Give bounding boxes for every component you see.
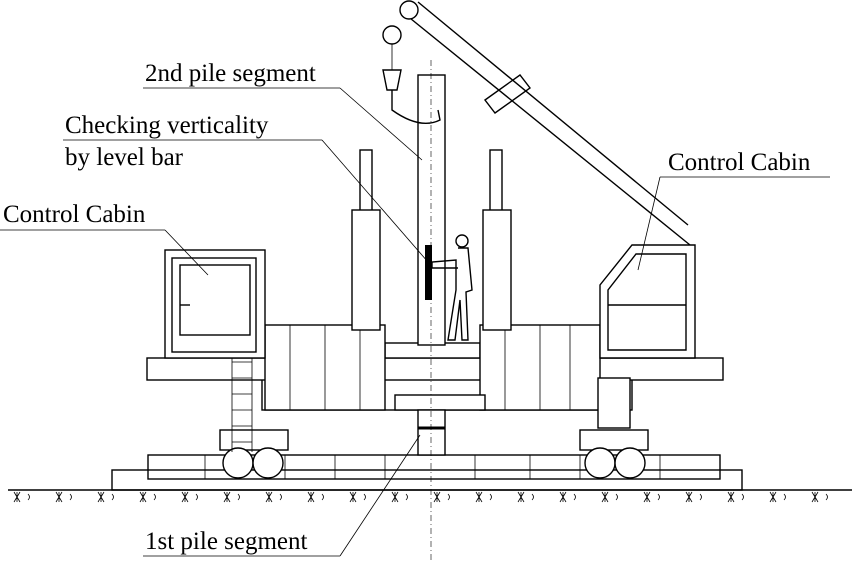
left-control-cabin-label: Control Cabin [3,201,146,228]
ground-hatch-mark [685,491,702,503]
ground-hatch-mark [517,491,534,503]
ground-hatch-mark [307,491,324,503]
worker [431,234,473,341]
base-mat [111,454,743,491]
ground-hatch-mark [55,491,72,503]
ground-hatch-mark [643,491,660,503]
ground-hatch-mark [97,491,114,503]
checking-verticality-label: Checking verticality [65,112,269,139]
ground-hatch-mark [265,491,282,503]
ground-hatch-mark [601,491,618,503]
level-bar [425,245,432,300]
ground-hatch-mark [391,491,408,503]
ground-hatch-mark [727,491,744,503]
ground-hatch-mark [559,491,576,503]
ground-hatch-mark [181,491,198,503]
ground-hatch-mark [223,491,240,503]
crane-boom [382,0,691,246]
ground-hatch-mark [811,491,828,503]
ground-hatch-mark [475,491,492,503]
second-pile-label: 2nd pile segment [145,60,316,87]
pile [417,60,446,561]
first-pile-label: 1st pile segment [145,528,308,555]
ground-hatch-mark [433,491,450,503]
ground-hatch-mark [139,491,156,503]
right-control-cabin-label: Control Cabin [668,149,811,176]
ground-hatch-mark [769,491,786,503]
towers [351,149,512,331]
left-control-cabin [164,249,266,359]
main-body [146,324,724,411]
leader-lines [0,87,830,557]
level-bar-label: by level bar [65,144,184,171]
ground-hatch-mark [349,491,366,503]
ladder [231,345,253,452]
wheels [219,429,649,479]
right-control-cabin [597,244,696,429]
ground-hatch-mark [13,491,30,503]
ground [8,489,852,503]
